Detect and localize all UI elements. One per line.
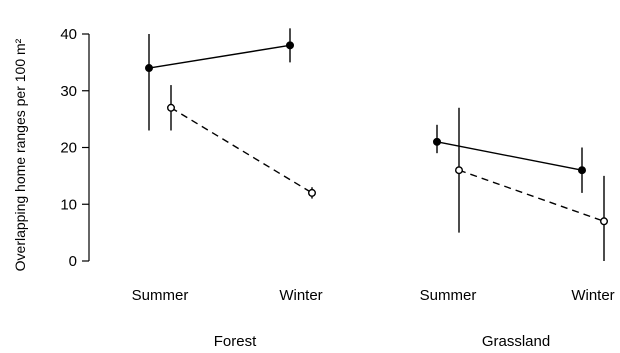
group-label-forest: Forest (214, 333, 257, 350)
plot-marks (144, 28, 609, 261)
solid-series-line (436, 141, 583, 171)
x-tick-label: Summer (420, 287, 477, 304)
y-tick-label: 30 (60, 83, 77, 100)
open-point (308, 188, 317, 197)
filled-point (144, 64, 153, 73)
y-tick-label: 40 (60, 26, 77, 43)
filled-point (286, 41, 295, 50)
y-tick-label: 0 (69, 253, 77, 270)
y-tick-label: 10 (60, 196, 77, 213)
dashed-series-line (170, 107, 313, 194)
x-tick-label: Summer (132, 287, 189, 304)
y-tick-label: 20 (60, 140, 77, 157)
filled-point (433, 137, 442, 146)
solid-series-line (148, 44, 291, 69)
x-tick-label: Winter (279, 287, 322, 304)
dashed-series-line (458, 169, 605, 222)
open-point (166, 103, 175, 112)
panel-forest (144, 28, 317, 199)
y-axis: 0 10 20 30 40 (60, 26, 90, 270)
panel-grassland (433, 107, 609, 261)
x-tick-label: Winter (571, 287, 614, 304)
group-label-grassland: Grassland (482, 333, 550, 350)
open-point (455, 166, 464, 175)
y-axis-label: Overlapping home ranges per 100 m² (12, 38, 28, 271)
open-point (600, 217, 609, 226)
filled-point (578, 166, 587, 175)
